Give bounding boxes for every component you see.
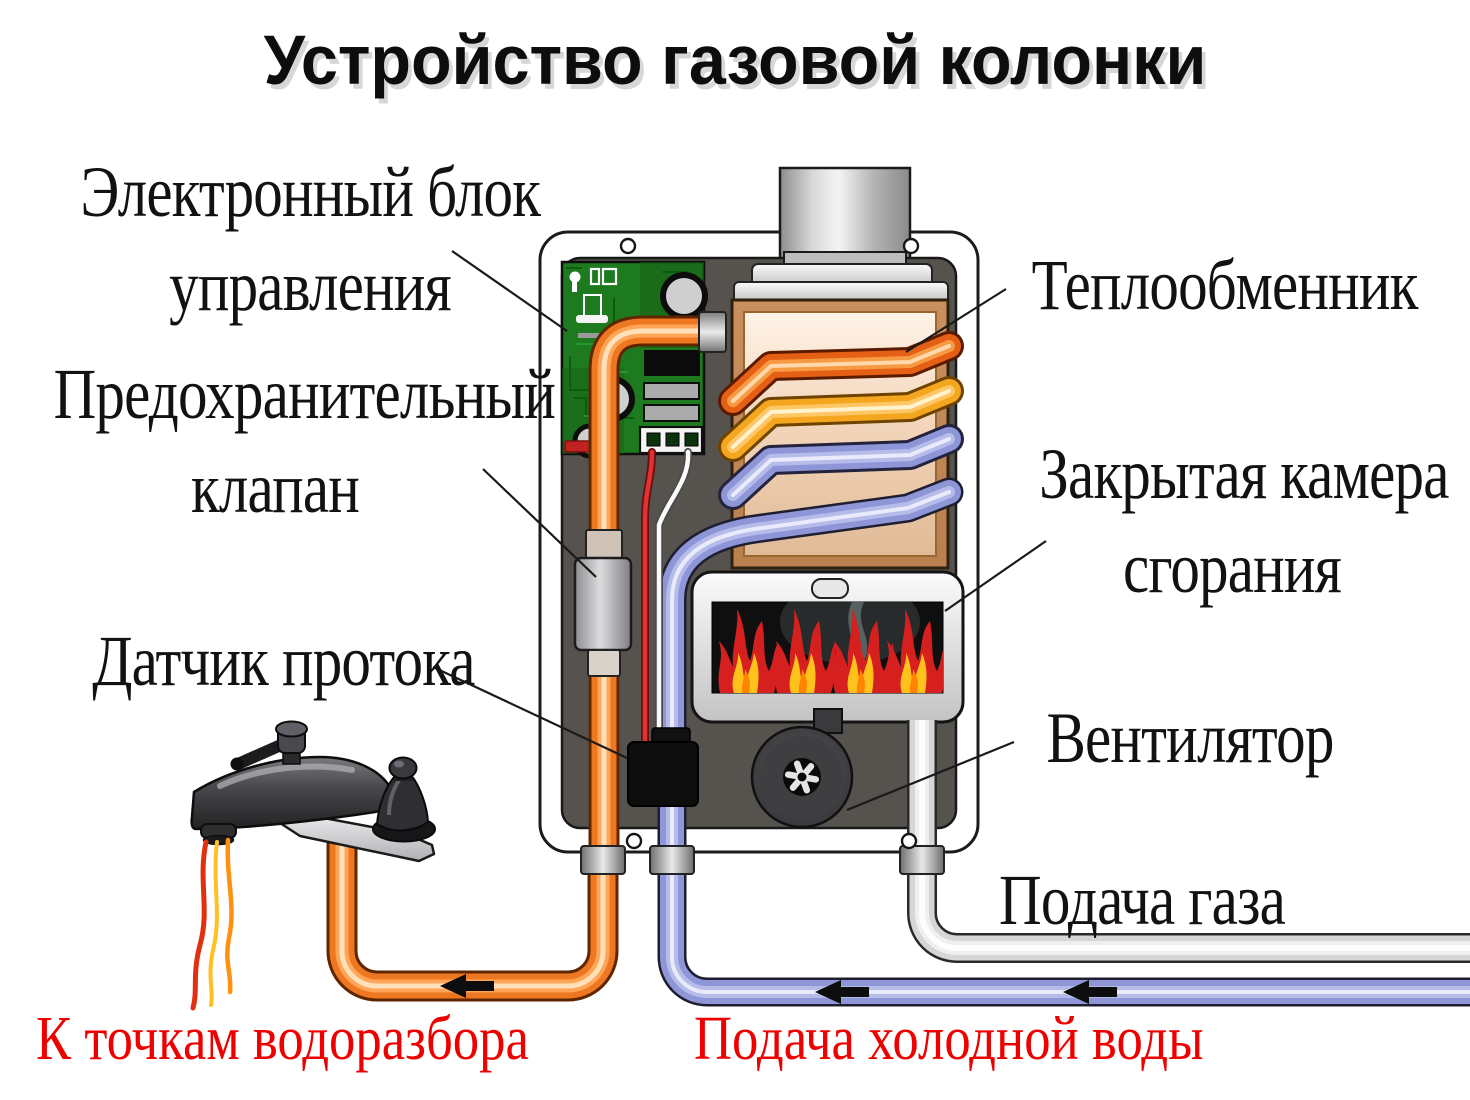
label-combustion-chamber-line2: сгорания	[1123, 527, 1342, 608]
control-board	[560, 260, 708, 459]
wires	[641, 448, 693, 746]
cold-water-pipe	[657, 477, 964, 865]
label-control-unit-line2: управления	[169, 245, 452, 326]
screw	[619, 237, 920, 850]
label-combustion-chamber-line1: Закрытая камера	[1039, 434, 1449, 514]
label-control-unit: Электронный блок управления	[80, 146, 541, 333]
label-fan: Вентилятор	[1042, 692, 1337, 786]
label-fan-text: Вентилятор	[1046, 698, 1334, 778]
safety-valve	[573, 529, 633, 677]
combustion-chamber	[690, 570, 965, 724]
leader-line	[432, 250, 1047, 812]
page-title: Устройство газовой колонки	[263, 21, 1207, 99]
label-heat-exchanger-text: Теплообменник	[1031, 245, 1419, 325]
label-to-water-points: К точкам водоразбора	[36, 1005, 529, 1073]
water-stream	[190, 837, 234, 1011]
faucet-icon	[190, 720, 436, 1011]
label-safety-valve: Предохранительный клапан	[53, 348, 556, 535]
label-cold-water-supply: Подача холодной воды	[694, 1005, 1204, 1073]
label-heat-exchanger: Теплообменник	[1031, 239, 1419, 333]
label-control-unit-line1: Электронный блок	[80, 152, 541, 232]
label-flow-sensor: Датчик протока	[92, 615, 475, 709]
label-flow-sensor-text: Датчик протока	[92, 621, 475, 701]
pipe-stubs	[580, 845, 945, 875]
gas-pipe	[907, 720, 1470, 963]
label-gas-supply-text: Подача газа	[999, 860, 1286, 940]
label-safety-valve-line2: клапан	[190, 447, 360, 528]
heat-exchanger-coils	[718, 331, 964, 510]
flow-sensor	[627, 727, 699, 807]
cold-water-pipe-in	[657, 870, 1470, 1007]
label-combustion-chamber: Закрытая камера сгорания	[1039, 428, 1449, 615]
fan-icon	[750, 708, 854, 829]
label-gas-supply: Подача газа	[982, 854, 1302, 948]
chimney	[778, 166, 912, 264]
flame-icon	[718, 602, 943, 693]
hot-water-pipe	[588, 311, 727, 850]
label-safety-valve-line1: Предохранительный	[53, 354, 556, 434]
